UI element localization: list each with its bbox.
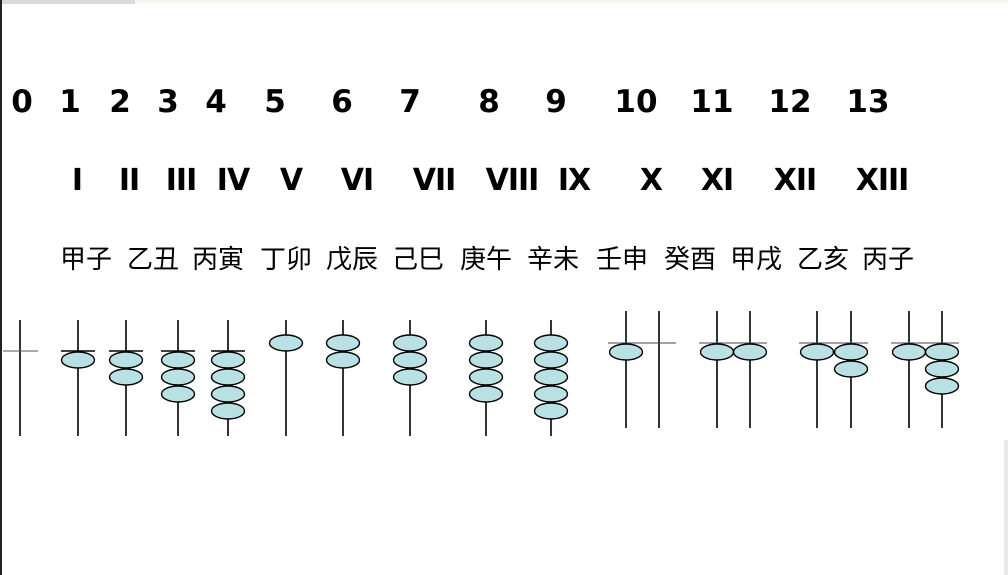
bead-12-tens-1	[799, 343, 835, 361]
roman-4: IV	[216, 163, 250, 198]
numeral-9: 9	[545, 84, 567, 120]
roman-1: I	[71, 163, 83, 198]
bead-13-tens-1	[891, 343, 927, 361]
numeral-0: 0	[11, 84, 33, 120]
bead-8-lower-2	[468, 368, 504, 386]
bead-9-lower-4	[533, 402, 569, 420]
roman-12: XII	[773, 163, 817, 198]
roman-7: VII	[412, 163, 457, 198]
right-edge-strip	[1004, 440, 1008, 575]
cycle-9: 壬申	[595, 245, 649, 275]
numeral-13: 13	[846, 84, 890, 120]
bead-12-units-2	[833, 360, 869, 378]
bead-9-upper-1	[533, 334, 569, 352]
numeral-1: 1	[59, 84, 81, 120]
bead-7-lower-1	[392, 351, 428, 369]
bead-13-units-1	[924, 343, 960, 361]
bead-7-lower-2	[392, 368, 428, 386]
bead-1-lower-1	[60, 351, 96, 369]
cycle-13: 丙子	[861, 245, 915, 275]
numeral-10: 10	[614, 84, 658, 120]
bead-6-upper-1	[325, 334, 361, 352]
top-edge-tint	[135, 0, 1008, 3]
roman-5: V	[279, 163, 303, 198]
roman-2: II	[118, 163, 140, 198]
bead-2-lower-2	[108, 368, 144, 386]
bead-9-lower-2	[533, 368, 569, 386]
bead-12-units-1	[833, 343, 869, 361]
cycle-2: 乙丑	[126, 245, 180, 275]
top-edge-strip	[0, 0, 135, 4]
bead-3-lower-2	[160, 368, 196, 386]
left-border-line	[0, 0, 2, 575]
cycle-7: 庚午	[459, 245, 513, 275]
roman-8: VIII	[485, 163, 540, 198]
bead-4-lower-1	[210, 351, 246, 369]
roman-3: III	[165, 163, 197, 198]
bead-4-lower-3	[210, 385, 246, 403]
bead-5-upper-1	[268, 334, 304, 352]
bead-11-units-1	[732, 343, 768, 361]
bead-7-upper-1	[392, 334, 428, 352]
cycle-11: 甲戌	[729, 245, 783, 275]
bead-13-units-2	[924, 360, 960, 378]
numeral-11: 11	[690, 84, 734, 120]
bead-3-lower-3	[160, 385, 196, 403]
bead-9-lower-3	[533, 385, 569, 403]
numeral-3: 3	[157, 84, 179, 120]
bead-4-lower-4	[210, 402, 246, 420]
bead-4-lower-2	[210, 368, 246, 386]
roman-6: VI	[340, 163, 374, 198]
roman-13: XIII	[855, 163, 910, 198]
cycle-6: 己巳	[391, 245, 445, 275]
numeral-4: 4	[205, 84, 227, 120]
roman-11: XI	[700, 163, 734, 198]
bead-8-lower-1	[468, 351, 504, 369]
numeral-5: 5	[264, 84, 286, 120]
roman-10: X	[639, 163, 663, 198]
cycle-1: 甲子	[59, 245, 113, 275]
roman-9: IX	[557, 163, 591, 198]
bead-9-lower-1	[533, 351, 569, 369]
numeral-8: 8	[478, 84, 500, 120]
bead-3-lower-1	[160, 351, 196, 369]
bead-8-upper-1	[468, 334, 504, 352]
cycle-5: 戊辰	[325, 245, 379, 275]
numeral-12: 12	[768, 84, 812, 120]
cycle-3: 丙寅	[191, 245, 245, 275]
bead-10-tens-1	[608, 343, 644, 361]
numeral-6: 6	[331, 84, 353, 120]
numeral-7: 7	[399, 84, 421, 120]
bead-13-units-3	[924, 377, 960, 395]
numeral-2: 2	[109, 84, 131, 120]
cycle-10: 癸酉	[663, 245, 717, 275]
bead-6-lower-1	[325, 351, 361, 369]
bead-2-lower-1	[108, 351, 144, 369]
cycle-4: 丁卯	[259, 245, 313, 275]
bead-8-lower-3	[468, 385, 504, 403]
cycle-8: 辛未	[526, 245, 580, 275]
cycle-12: 乙亥	[796, 245, 850, 275]
bead-11-tens-1	[699, 343, 735, 361]
